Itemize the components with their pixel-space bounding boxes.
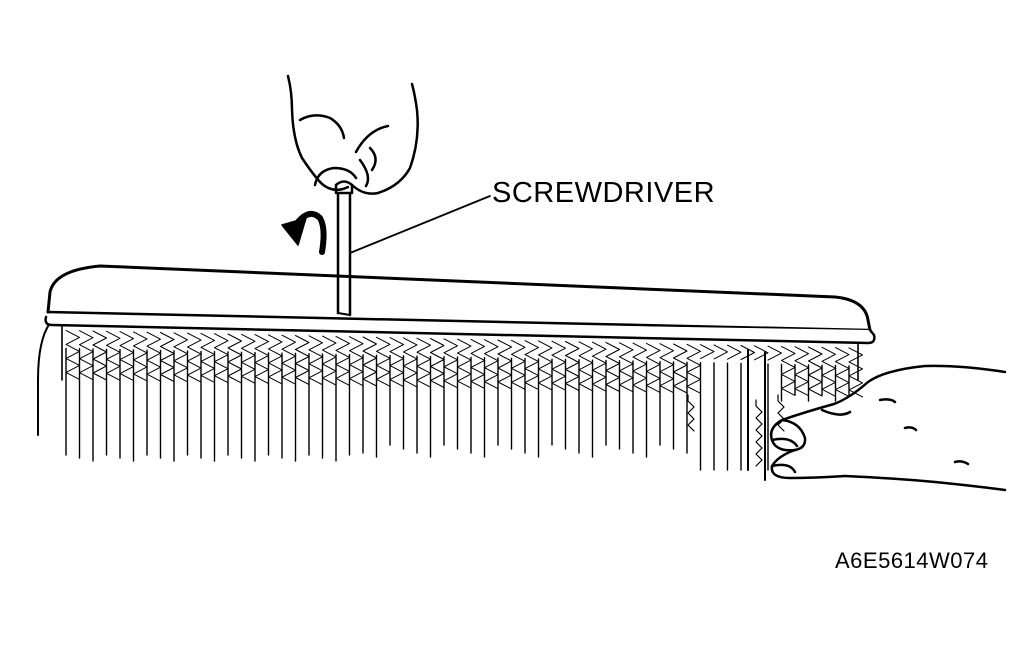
radiator-core xyxy=(37,321,863,481)
radiator-upper-tank xyxy=(44,264,876,345)
upper-hand-icon xyxy=(286,74,419,195)
screwdriver-label: SCREWDRIVER xyxy=(492,177,716,209)
right-hand-icon xyxy=(769,364,1007,492)
leader-line xyxy=(349,195,491,254)
curved-arrow-icon xyxy=(281,210,327,255)
radiator-tubes xyxy=(65,347,850,471)
figure-id-label: A6E5614W074 xyxy=(835,548,989,573)
radiator-fins xyxy=(65,329,863,467)
